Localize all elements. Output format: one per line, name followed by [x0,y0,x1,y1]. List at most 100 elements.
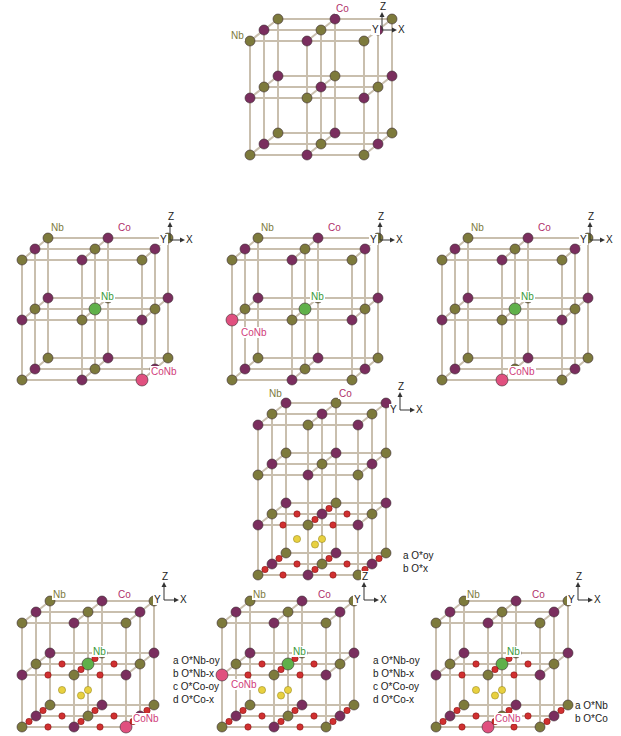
lattice-line [271,414,273,564]
oxygen-atom [294,561,300,567]
axis-label: Y [159,234,168,245]
oxygen-atom [92,707,98,713]
oxygen-atom [78,718,84,724]
oxygen-vacancy-site [498,686,505,693]
atom [349,648,359,658]
atom [287,375,297,385]
oxygen-atom [278,666,284,672]
atom [163,353,173,363]
atom [335,711,345,721]
atom [511,596,521,606]
site-legend-text: d O*Co-x [372,694,415,705]
atom [17,670,27,680]
axis-label: Z [377,211,385,222]
axis-label: X [379,594,388,605]
atom [217,618,227,628]
atom [321,670,331,680]
oxygen-atom [311,661,317,667]
axis-label: X [185,234,194,245]
atom [135,607,145,617]
atom [347,375,357,385]
atom [483,618,493,628]
axis-label: X [397,24,406,35]
atom [273,71,283,81]
axis-label: Z [379,1,387,12]
atom [269,722,279,732]
oxygen-vacancy-site [84,686,91,693]
site-legend-text: b O*Co [574,713,609,724]
atom [347,255,357,265]
atom [509,303,521,315]
axis-arrowhead [168,222,173,227]
atom [535,722,545,732]
site-legend-text: d O*Co-x [172,694,215,705]
atom [245,150,255,160]
dopant-label: Nb [100,291,115,302]
oxygen-atom [459,724,465,730]
axis-label: X [179,594,188,605]
oxygen-atom [59,661,65,667]
axis-label: X [593,594,602,605]
atom [445,607,455,617]
element-label: Co [338,388,353,399]
oxygen-atom [111,713,117,719]
atom [321,618,331,628]
element-label: Co [117,222,132,233]
oxygen-atom [330,522,336,528]
atom [367,459,377,469]
atom [240,364,250,374]
oxygen-atom [240,707,246,713]
lattice-line [257,425,259,575]
oxygen-atom [492,666,498,672]
atom [360,244,370,254]
lattice-line [371,414,373,564]
atom [103,353,113,363]
oxygen-atom [330,572,336,578]
oxygen-vacancy-site [284,686,291,693]
atom [563,700,573,710]
oxygen-vacancy-site [277,692,284,699]
dopant-label: Nb [310,291,325,302]
oxygen-atom [262,566,268,572]
axis-arrowhead [162,582,167,587]
atom [583,293,593,303]
axis-arrowhead [362,582,367,587]
axis-label: X [605,234,614,245]
atom [549,659,559,669]
atom [387,128,397,138]
atom [253,293,263,303]
atom [557,315,567,325]
axis-arrowhead [380,12,385,17]
atom [267,509,277,519]
atom [523,233,533,243]
atom [347,315,357,325]
atom [459,648,469,658]
atom [563,648,573,658]
site-legend-text: b O*Nb-x [172,668,215,679]
oxygen-atom [473,661,479,667]
atom [17,255,27,265]
element-label: Co [537,222,552,233]
antisite-label: CoNb [150,366,178,377]
atom [496,374,508,386]
atom [387,71,397,81]
atom [149,648,159,658]
element-label: Nb [252,589,267,600]
axis-label: Y [389,404,398,415]
atom [121,670,131,680]
atom [281,448,291,458]
atom [245,36,255,46]
atom [281,548,291,558]
atom [459,700,469,710]
atom [77,315,87,325]
oxygen-atom [312,516,318,522]
oxygen-atom [294,511,300,517]
oxygen-atom [511,672,517,678]
oxygen-vacancy-site [318,535,325,542]
atom [97,700,107,710]
oxygen-atom [376,555,382,561]
atom [373,353,383,363]
oxygen-vacancy-site [58,686,65,693]
atom [331,398,341,408]
atom [321,722,331,732]
